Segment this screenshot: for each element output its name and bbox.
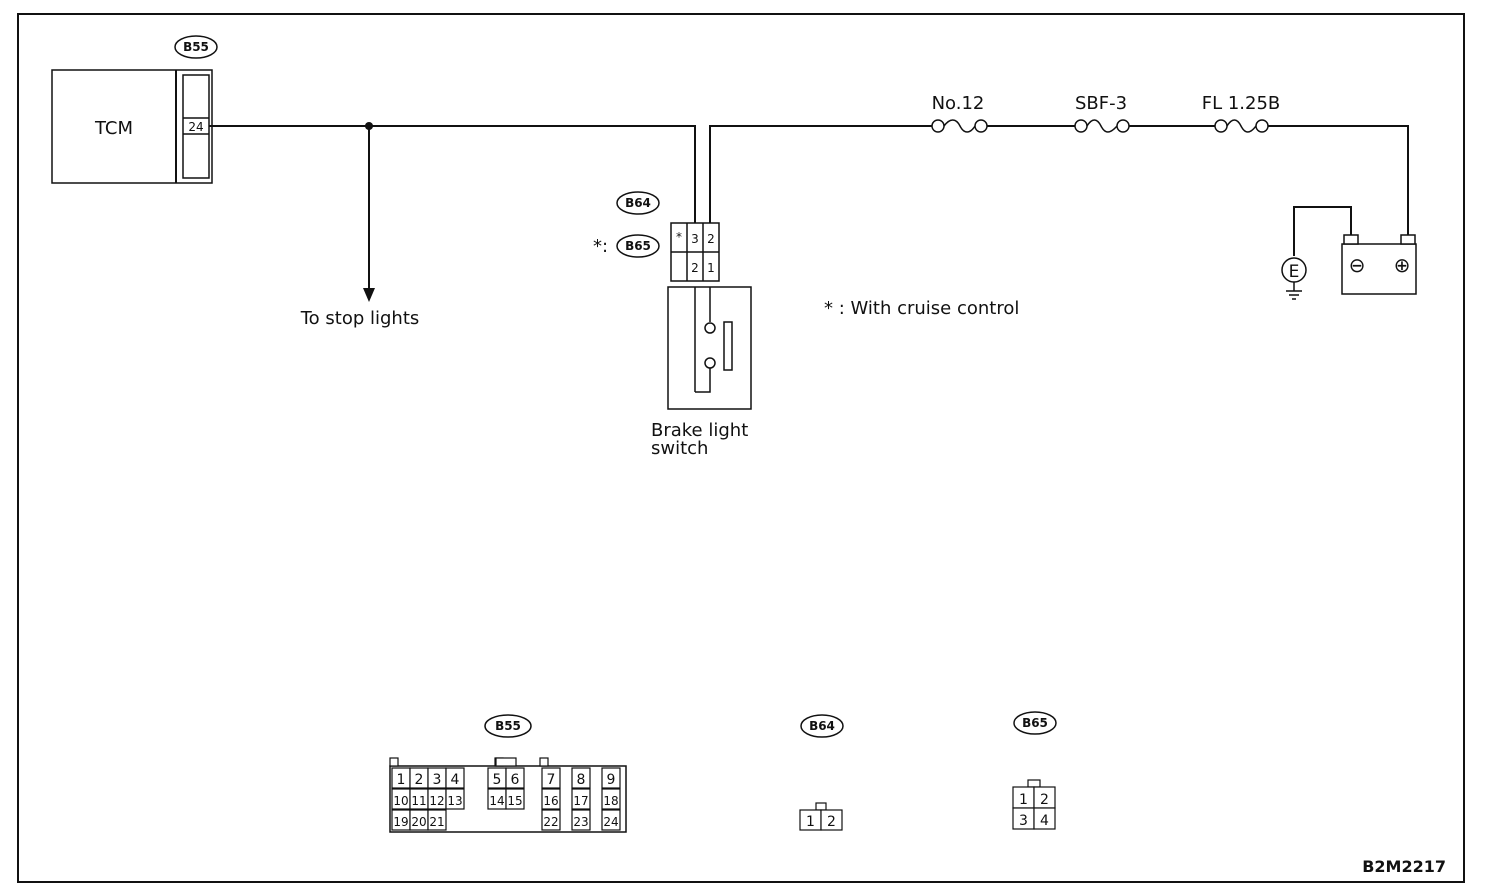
b65-tag: B65 bbox=[616, 234, 660, 258]
b55-pin-10: 10 bbox=[393, 794, 408, 808]
switch-pin-3: 3 bbox=[691, 232, 699, 246]
b64-view-tag: B64 bbox=[809, 719, 835, 733]
b55-pin-17: 17 bbox=[573, 794, 588, 808]
wire-to-battery-positive bbox=[1268, 125, 1409, 236]
b65-tag-label: B65 bbox=[625, 239, 651, 253]
b55-pin-18: 18 bbox=[603, 794, 618, 808]
fuse-no12: No.12 bbox=[931, 93, 988, 133]
b55-pin-15: 15 bbox=[507, 794, 522, 808]
tcm-connector-label: B55 bbox=[183, 40, 209, 54]
b55-pin-22: 22 bbox=[543, 815, 558, 829]
battery-positive-icon: ⊕ bbox=[1394, 253, 1411, 277]
tcm-label: TCM bbox=[94, 118, 133, 139]
b55-pin-12: 12 bbox=[429, 794, 444, 808]
b55-pin-1: 1 bbox=[397, 772, 406, 788]
b65-view-tag: B65 bbox=[1022, 716, 1048, 730]
brake-light-switch bbox=[667, 286, 752, 410]
switch-pin-2: 2 bbox=[691, 261, 699, 275]
figure-code: B2M2217 bbox=[1362, 857, 1446, 876]
brake-switch-label-line2: switch bbox=[651, 438, 708, 459]
b65-pin-4: 4 bbox=[1040, 813, 1049, 829]
b55-pin-9: 9 bbox=[607, 772, 616, 788]
b55-pin-16: 16 bbox=[543, 794, 558, 808]
ground-icon: E bbox=[1281, 257, 1307, 300]
b55-view-tag: B55 bbox=[495, 719, 521, 733]
fuse-sbf3: SBF-3 bbox=[1074, 93, 1130, 133]
b55-pin-7: 7 bbox=[547, 772, 556, 788]
brake-switch-label-line1: Brake light bbox=[651, 420, 748, 441]
b55-pin-5: 5 bbox=[493, 772, 502, 788]
battery: ⊖ ⊕ bbox=[1341, 234, 1417, 295]
b55-pin-21: 21 bbox=[429, 815, 444, 829]
fuse-no12-label: No.12 bbox=[932, 93, 985, 114]
b55-pin-8: 8 bbox=[577, 772, 586, 788]
b65-pin-3: 3 bbox=[1019, 813, 1028, 829]
b64-tag: B64 bbox=[616, 191, 660, 215]
tcm-pin-label: 24 bbox=[188, 120, 203, 134]
alt-prefix: *: bbox=[593, 236, 608, 257]
stop-lights-label: To stop lights bbox=[300, 308, 420, 329]
b55-pin-23: 23 bbox=[573, 815, 588, 829]
tcm-connector-tag: B55 bbox=[174, 35, 218, 59]
b55-pin-2: 2 bbox=[415, 772, 424, 788]
fuse-fl125b-label: FL 1.25B bbox=[1202, 93, 1281, 114]
switch-pin-star: * bbox=[676, 230, 682, 244]
diagram-frame bbox=[17, 13, 1465, 883]
b55-pin-14: 14 bbox=[489, 794, 504, 808]
b55-pin-13: 13 bbox=[447, 794, 462, 808]
b65-pin-1: 1 bbox=[1019, 792, 1028, 808]
b55-pin-6: 6 bbox=[511, 772, 520, 788]
b65-pin-2: 2 bbox=[1040, 792, 1049, 808]
fuse-fl125b: FL 1.25B bbox=[1202, 93, 1281, 133]
wire-switch-to-fuses bbox=[709, 125, 932, 226]
arrow-down-icon bbox=[363, 288, 375, 302]
b55-pin-19: 19 bbox=[393, 815, 408, 829]
b64-tag-label: B64 bbox=[625, 196, 651, 210]
b55-pin-20: 20 bbox=[411, 815, 426, 829]
b64-pin-1: 1 bbox=[806, 814, 815, 830]
battery-negative-icon: ⊖ bbox=[1349, 253, 1366, 277]
b55-pin-4: 4 bbox=[451, 772, 460, 788]
b55-pin-11: 11 bbox=[411, 794, 426, 808]
ground-label: E bbox=[1289, 262, 1300, 282]
b64-pin-2: 2 bbox=[827, 814, 836, 830]
b55-pin-3: 3 bbox=[433, 772, 442, 788]
switch-pin-1: 1 bbox=[707, 261, 715, 275]
b55-pin-24: 24 bbox=[603, 815, 618, 829]
cruise-control-note: * : With cruise control bbox=[824, 298, 1019, 319]
fuse-sbf3-label: SBF-3 bbox=[1075, 93, 1127, 114]
switch-pin-2-top: 2 bbox=[707, 232, 715, 246]
wire-battery-to-ground bbox=[1293, 206, 1352, 256]
tcm-module: TCM 24 bbox=[51, 69, 213, 184]
switch-connector: * 3 2 2 1 bbox=[670, 222, 720, 282]
